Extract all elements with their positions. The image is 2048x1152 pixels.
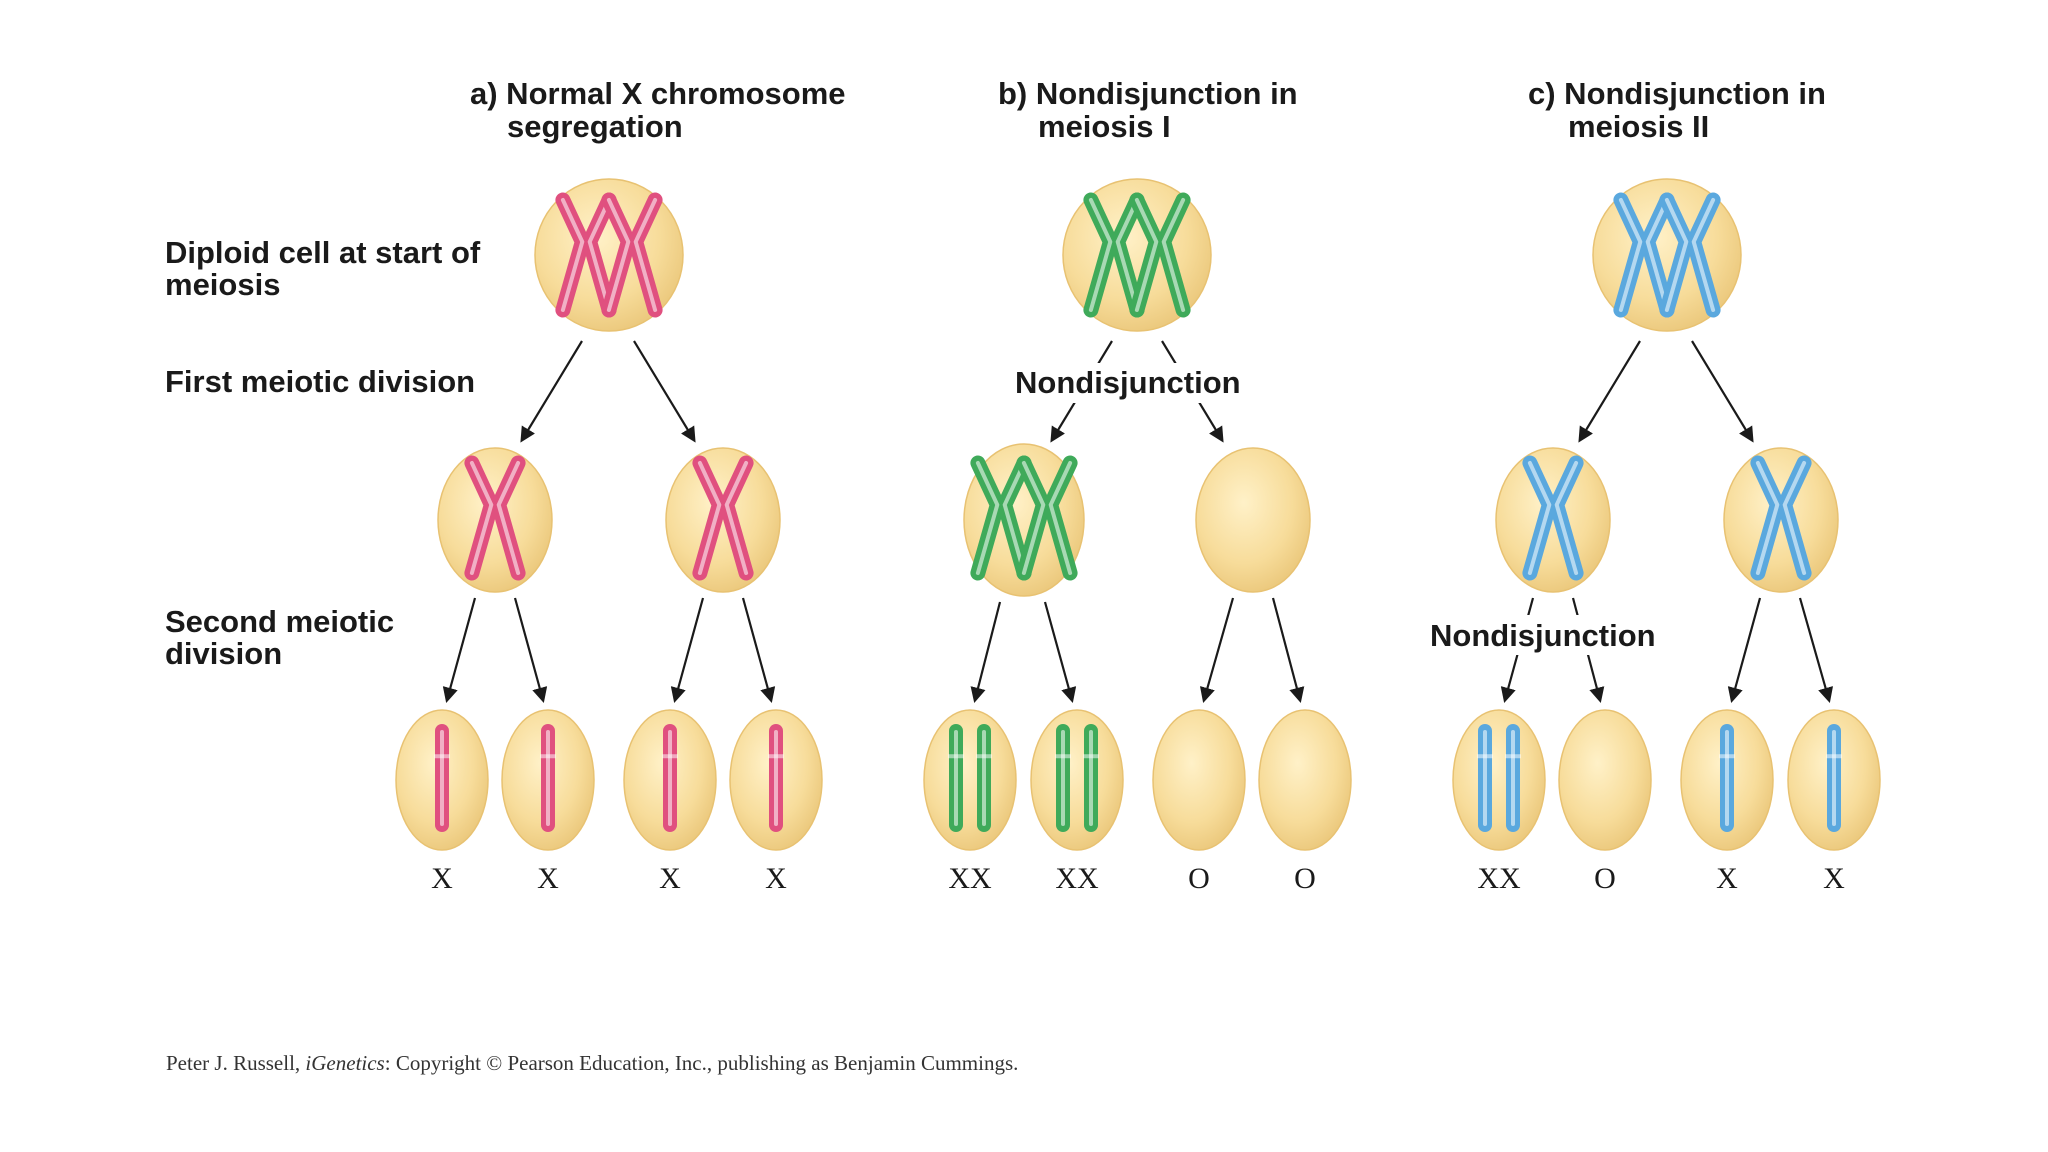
- panel-a-title-line1: a) Normal X chromosome: [470, 76, 846, 111]
- diploid-cell-b: [1062, 178, 1212, 332]
- chromosome-pair-c-2: [1659, 192, 1721, 318]
- gamete-label-b-4: O: [1294, 862, 1316, 895]
- gamete-label-a-2: X: [537, 862, 559, 895]
- panel-c-title-line1: c) Nondisjunction in: [1528, 76, 1826, 111]
- arrows: [442, 340, 1834, 703]
- arrow-2-5: [970, 601, 1002, 703]
- gamete-cell-c-2: [1558, 709, 1652, 851]
- arrow-2-3: [670, 597, 705, 703]
- gamete-cell-c-3: [1680, 709, 1774, 851]
- gamete-label-a-1: X: [431, 862, 453, 895]
- chromosome-pair-a-1: [555, 192, 617, 318]
- panel-a-title: a) Normal X chromosome segregation: [470, 76, 846, 144]
- gamete-label-c-2: O: [1594, 862, 1616, 895]
- chromosome-a-2-2: [692, 455, 754, 581]
- gamete-cell-a-2: [501, 709, 595, 851]
- credit-suffix: : Copyright © Pearson Education, Inc., p…: [385, 1051, 1019, 1075]
- panel-c-title: c) Nondisjunction in meiosis II: [1528, 76, 1826, 144]
- chromatid-c-1-2: [1505, 724, 1521, 832]
- chromosome-b-2-2: [1016, 455, 1078, 581]
- arrow-2-2: [513, 597, 548, 703]
- chromosome-pair-c-1: [1613, 192, 1675, 318]
- panel-c-title-line2: meiosis II: [1568, 109, 1709, 144]
- chromatid-a-3: [662, 724, 678, 832]
- gamete-cell-b-1: [923, 709, 1017, 851]
- gamete-cell-a-1: [395, 709, 489, 851]
- panel-a-title-line2: segregation: [507, 109, 683, 144]
- chromatid-b-1-2: [976, 724, 992, 832]
- second-cell-a-2: [665, 447, 781, 593]
- row-label-second-line1: Second meiotic: [165, 604, 394, 639]
- chromatid-c-3: [1719, 724, 1735, 832]
- gamete-label-b-1: XX: [948, 862, 992, 895]
- row-label-first-division: First meiotic division: [165, 364, 475, 399]
- gamete-label-c-1: XX: [1477, 862, 1521, 895]
- gamete-cell-c-4: [1787, 709, 1881, 851]
- row-label-diploid-line1: Diploid cell at start of: [165, 235, 481, 270]
- arrow-c-1-left: [1578, 340, 1641, 443]
- second-cell-c-2: [1723, 447, 1839, 593]
- arrow-a-1-left: [520, 340, 583, 443]
- cells: [395, 178, 1881, 851]
- chromatid-c-1-1: [1477, 724, 1493, 832]
- panel-b-title-line2: meiosis I: [1038, 109, 1171, 144]
- nondisjunction-b-backdrop: [1012, 363, 1260, 403]
- chromatid-b-2-1: [1055, 724, 1071, 832]
- second-cell-b-1: [963, 443, 1085, 597]
- arrow-2-11: [1727, 597, 1762, 703]
- gamete-label-c-4: X: [1823, 862, 1845, 895]
- chromatid-a-1: [434, 724, 450, 832]
- credit-line: Peter J. Russell, iGenetics: Copyright ©…: [166, 1051, 1018, 1075]
- arrow-2-1: [442, 597, 477, 703]
- credit-prefix: Peter J. Russell,: [166, 1051, 305, 1075]
- second-cell-b-2-empty: [1195, 447, 1311, 593]
- gamete-label-c-3: X: [1716, 862, 1738, 895]
- chromosome-pair-b-2: [1129, 192, 1191, 318]
- chromatid-b-1-1: [948, 724, 964, 832]
- chromosome-a-2-1: [464, 455, 526, 581]
- gamete-cell-b-4: [1258, 709, 1352, 851]
- gamete-cell-b-2: [1030, 709, 1124, 851]
- nondisjunction-label-b: Nondisjunction: [1015, 365, 1241, 400]
- second-cell-a-1: [437, 447, 553, 593]
- arrow-c-1-right: [1691, 340, 1754, 443]
- gamete-cell-a-3: [623, 709, 717, 851]
- chromosome-c-2-2: [1750, 455, 1812, 581]
- row-label-diploid-line2: meiosis: [165, 267, 280, 302]
- chromatid-a-4: [768, 724, 784, 832]
- panel-b-title: b) Nondisjunction in meiosis I: [998, 76, 1298, 144]
- chromosome-pair-b-1: [1083, 192, 1145, 318]
- chromatid-c-4: [1826, 724, 1842, 832]
- gamete-cell-b-3: [1152, 709, 1246, 851]
- gamete-label-a-3: X: [659, 862, 681, 895]
- credit-book-title: iGenetics: [305, 1051, 384, 1075]
- gamete-labels: X X X X XX XX O O XX O X X: [431, 862, 1845, 895]
- gamete-cell-a-4: [729, 709, 823, 851]
- chromosome-pair-a-2: [601, 192, 663, 318]
- gamete-label-b-2: XX: [1055, 862, 1099, 895]
- nondisjunction-label-c: Nondisjunction: [1430, 618, 1656, 653]
- chromatid-a-2: [540, 724, 556, 832]
- row-label-second-line2: division: [165, 636, 282, 671]
- chromatid-b-2-2: [1083, 724, 1099, 832]
- nondisjunction-c-backdrop: [1428, 615, 1672, 655]
- diploid-cell-a: [534, 178, 684, 332]
- arrow-a-1-right: [633, 340, 696, 443]
- chromosome-c-2-1: [1522, 455, 1584, 581]
- gamete-label-b-3: O: [1188, 862, 1210, 895]
- gamete-label-a-4: X: [765, 862, 787, 895]
- arrow-2-12: [1798, 597, 1834, 703]
- arrow-2-4: [741, 597, 776, 703]
- diploid-cell-c: [1592, 178, 1742, 332]
- arrow-2-7: [1199, 597, 1235, 703]
- chromosome-b-2-1: [970, 455, 1032, 581]
- second-cell-c-1: [1495, 447, 1611, 593]
- panel-b-title-line1: b) Nondisjunction in: [998, 76, 1298, 111]
- gamete-cell-c-1: [1452, 709, 1546, 851]
- arrow-2-6: [1043, 601, 1077, 703]
- arrow-2-8: [1271, 597, 1305, 703]
